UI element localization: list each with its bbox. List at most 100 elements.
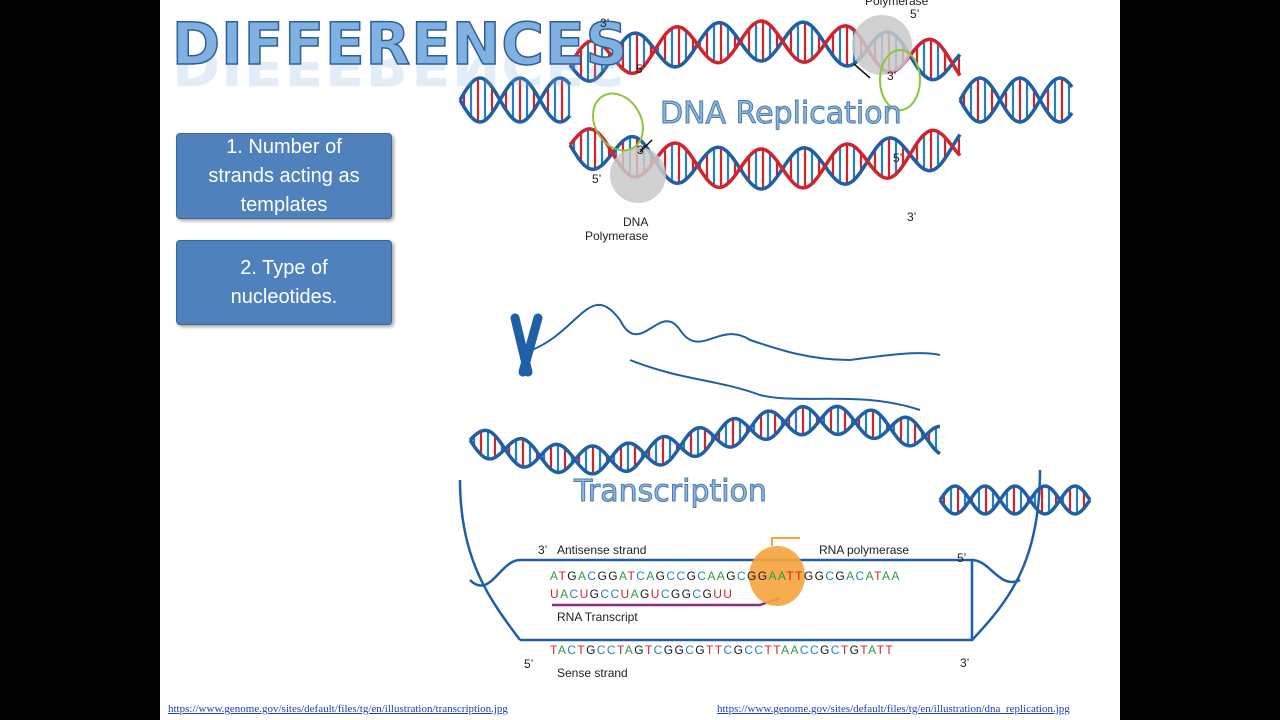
antisense-base: G — [655, 569, 667, 583]
transcription-start-arrow-icon — [771, 537, 800, 546]
antisense-base: G — [608, 569, 619, 583]
antisense-base: A — [618, 569, 628, 583]
rep-bottom-helix-backbone — [568, 133, 962, 191]
rna-base: U — [550, 587, 561, 601]
chromatin-fiber — [629, 359, 921, 411]
antisense-base: G — [757, 569, 769, 583]
antisense-base: C — [855, 569, 866, 583]
sense-base: T — [550, 643, 558, 657]
antisense-base: T — [874, 569, 882, 583]
rna-base: C — [692, 587, 703, 601]
antisense-base: T — [627, 569, 637, 583]
sense-base: T — [840, 643, 850, 657]
source-link-transcription[interactable]: https://www.genome.gov/sites/default/fil… — [168, 703, 508, 715]
chromosome-icon — [510, 313, 543, 377]
rna-base: U — [723, 587, 734, 601]
antisense-base: G — [567, 569, 578, 583]
rna-base: C — [610, 587, 621, 601]
tr-label-3-top: 3’ — [538, 543, 548, 557]
rep-left-helix-backbone — [458, 76, 572, 124]
antisense-base: A — [550, 569, 559, 583]
antisense-base: A — [768, 569, 778, 583]
diagram-art — [458, 15, 1092, 642]
tr-label-antisense: Antisense strand — [557, 543, 647, 557]
rna-base: U — [713, 587, 724, 601]
tr-label-5-bottom: 5’ — [524, 657, 534, 671]
rna-base: A — [630, 587, 641, 601]
tr-label-sense: Sense strand — [557, 666, 628, 680]
sense-base: T — [876, 643, 886, 657]
tr-label-rna-transcript: RNA Transcript — [557, 610, 638, 624]
transcription-bubble — [520, 558, 974, 642]
antisense-base: T — [795, 569, 804, 583]
sense-base: G — [634, 643, 645, 657]
difference-box-2-label: 2. Type of nucleotides. — [230, 256, 338, 308]
antisense-base: C — [676, 569, 687, 583]
difference-box-1-label: 1. Number of strands acting as templates — [208, 135, 360, 216]
tr-label-rna-polymerase: RNA polymerase — [819, 543, 910, 557]
antisense-sequence: ATGACGGATCAGCCGCAAGCGGAATTGGCGACATAA — [550, 569, 901, 583]
sense-base: T — [764, 643, 774, 657]
tr-right-helix-backbone — [938, 484, 1092, 516]
rep-label-5-top-right: 5’ — [910, 7, 920, 21]
rep-label-3-bottom: 3’ — [907, 210, 917, 224]
rep-label-3-top-left: 3’ — [600, 16, 610, 30]
sense-base: T — [773, 643, 782, 657]
sense-base: G — [663, 643, 675, 657]
rep-label-3-top-right: 3’ — [887, 69, 897, 83]
page-title: DIFFERENCES — [171, 9, 629, 79]
rep-label-polymerase-top: Polymerase — [865, 0, 929, 8]
sense-base: C — [799, 643, 810, 657]
rna-base: G — [640, 587, 651, 601]
rna-base: G — [702, 587, 714, 601]
difference-box-2: 2. Type of nucleotides. — [176, 240, 392, 325]
sense-base: G — [586, 643, 597, 657]
rna-polymerase-blob — [749, 546, 805, 606]
source-link-replication[interactable]: https://www.genome.gov/sites/default/fil… — [717, 703, 1070, 715]
antisense-base: A — [846, 569, 856, 583]
sense-base: C — [809, 643, 821, 657]
antisense-base: A — [777, 569, 787, 583]
antisense-base: G — [597, 569, 609, 583]
rep-label-5-top-left: 5’ — [636, 62, 646, 76]
sense-base: G — [695, 643, 707, 657]
sense-base: A — [868, 643, 877, 657]
rep-left-helix-backbone — [458, 76, 572, 124]
sense-base: C — [830, 643, 841, 657]
antisense-base: A — [881, 569, 892, 583]
replication-loop-left — [592, 92, 644, 152]
tr-label-3-bottom: 3’ — [960, 656, 970, 670]
antisense-base: C — [825, 569, 836, 583]
rna-base: C — [660, 587, 671, 601]
dna-replication-diagram — [458, 15, 1074, 203]
direction-arrow-icon — [639, 139, 653, 153]
rna-base: G — [589, 587, 601, 601]
antisense-base: C — [697, 569, 708, 583]
sense-base: C — [685, 643, 696, 657]
antisense-base: A — [707, 569, 717, 583]
bubble-edge — [458, 469, 1042, 641]
antisense-base: C — [587, 569, 598, 583]
sense-base: T — [706, 643, 715, 657]
sense-base: C — [723, 643, 734, 657]
rna-base: A — [560, 587, 570, 601]
sense-base: C — [744, 643, 755, 657]
rep-label-polymerase-bottom: Polymerase — [585, 229, 649, 243]
tr-label-5-top: 5’ — [957, 551, 967, 565]
polymerase-bottom — [610, 147, 666, 203]
rna-base: G — [670, 587, 682, 601]
antisense-base: C — [666, 569, 677, 583]
rna-base: U — [579, 587, 590, 601]
bubble-edge — [469, 558, 1021, 587]
rna-base: U — [620, 587, 631, 601]
antisense-base: G — [803, 569, 815, 583]
rep-right-helix-backbone — [958, 76, 1074, 124]
polymerase-top — [852, 15, 912, 75]
dna-replication-caption: DNA Replication — [660, 96, 903, 132]
sense-base: G — [820, 643, 831, 657]
replication-loop-right — [879, 49, 921, 111]
rna-base: C — [600, 587, 611, 601]
rep-right-helix-backbone — [958, 76, 1074, 124]
transcription-caption: Transcription — [574, 474, 768, 510]
rep-label-3-left: 3’ — [637, 143, 647, 157]
